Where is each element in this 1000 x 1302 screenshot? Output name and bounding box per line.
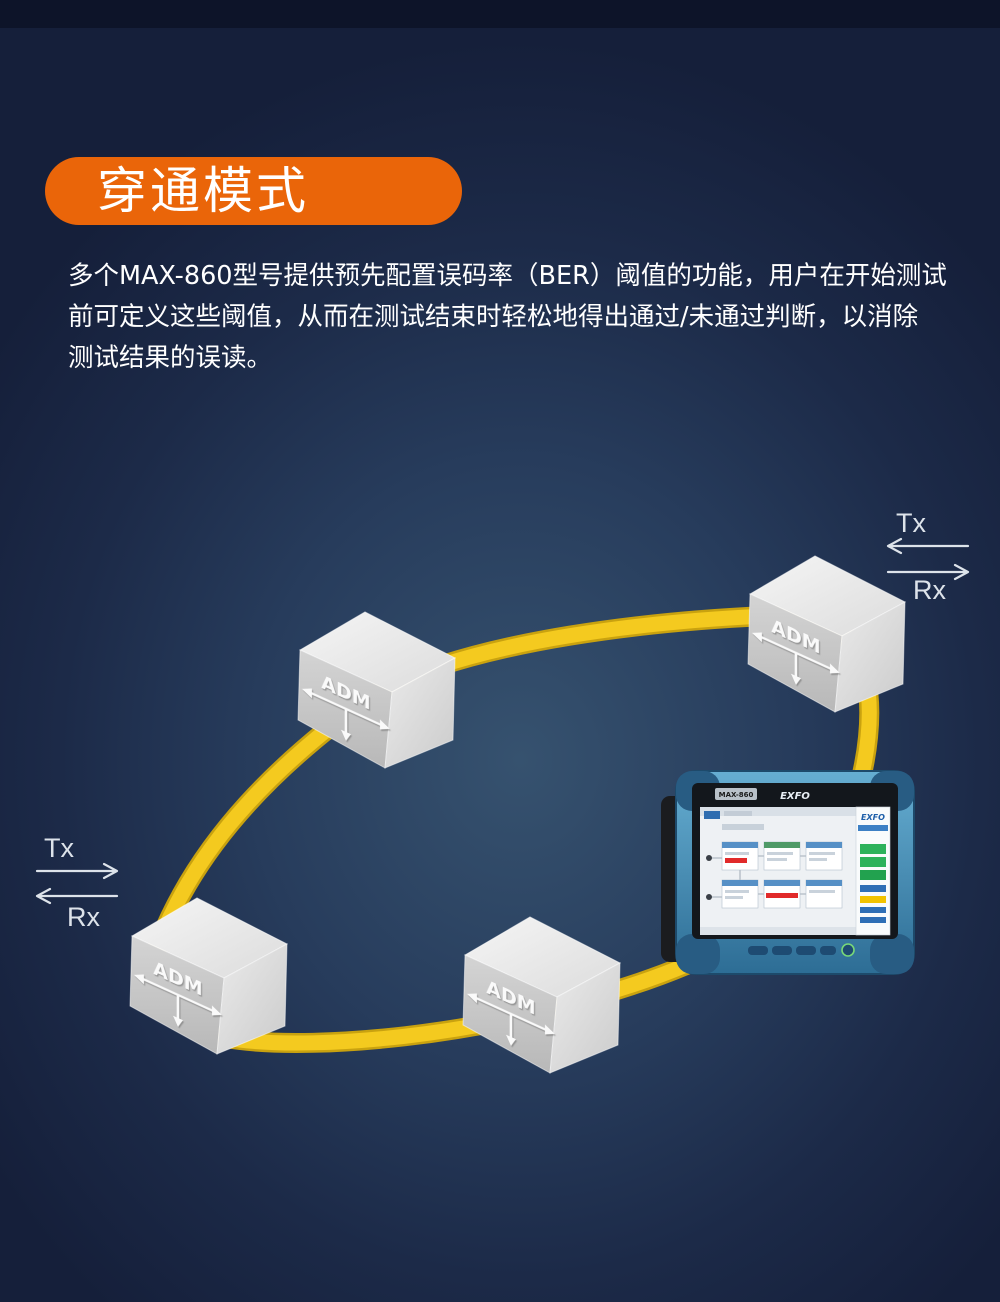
device-bumper-bottom-right xyxy=(870,934,914,974)
screen-port-icon xyxy=(706,894,712,900)
screen-sidebar-button xyxy=(860,907,886,913)
device-hardware-button xyxy=(820,946,836,955)
arrow-right-icon xyxy=(886,563,970,581)
screen-top-bar xyxy=(700,807,856,816)
adm-node: ADM xyxy=(462,916,622,1074)
screen-block-line xyxy=(809,858,827,861)
adm-traffic-arrows xyxy=(473,995,549,1039)
arrow-left-icon xyxy=(886,537,970,555)
top-band xyxy=(0,0,1000,28)
screen-tab xyxy=(722,824,764,830)
device-model-text: MAX-860 xyxy=(719,791,754,799)
screen-sidebar-button xyxy=(860,885,886,892)
feature-description: 多个MAX-860型号提供预先配置误码率（BER）阈值的功能，用户在开始测试 前… xyxy=(68,256,947,379)
description-line: 前可定义这些阈值，从而在测试结束时轻松地得出通过/未通过判断，以消除 xyxy=(68,302,919,332)
rx-label: Rx xyxy=(67,902,100,932)
arrow-left-icon xyxy=(35,887,119,905)
screen-sidebar-button xyxy=(860,896,886,903)
screen-sidebar-button xyxy=(860,857,886,867)
screen-logo-mark xyxy=(704,811,720,819)
screen-sidebar-bar xyxy=(858,825,888,831)
screen-bottom-bar xyxy=(700,927,856,935)
test-device: MAX-860 EXFO EXFO xyxy=(661,770,915,975)
screen-sidebar-button xyxy=(860,844,886,854)
cube-right-face xyxy=(216,943,288,1055)
screen-block-header xyxy=(722,842,758,848)
screen-block-header xyxy=(806,880,842,886)
device-brand-logo: EXFO xyxy=(780,791,810,802)
right-port-signals: Tx Rx xyxy=(886,508,970,605)
screen-sidebar-button xyxy=(860,870,886,880)
screen-port-icon xyxy=(706,855,712,861)
screen-block-line xyxy=(767,852,793,855)
cube-right-face xyxy=(549,962,621,1074)
screen-block-header xyxy=(722,880,758,886)
cube-right-face xyxy=(834,601,906,713)
description-line: 测试结果的误读。 xyxy=(68,343,273,373)
adm-arrowheads xyxy=(752,632,840,685)
adm-traffic-arrows xyxy=(308,690,384,734)
description-line: 多个MAX-860型号提供预先配置误码率（BER）阈值的功能，用户在开始测试 xyxy=(68,261,947,291)
adm-traffic-arrows xyxy=(758,634,834,678)
screen-tab xyxy=(724,811,752,816)
adm-node: ADM xyxy=(297,611,457,769)
device-bumper-bottom-left xyxy=(676,934,720,974)
screen-block-line xyxy=(809,890,835,893)
adm-node: ADM xyxy=(129,897,289,1055)
rx-label: Rx xyxy=(913,575,946,605)
device-model-badge xyxy=(715,788,757,800)
screen-block-line xyxy=(809,852,835,855)
adm-arrowheads xyxy=(134,974,222,1027)
device-hardware-button xyxy=(772,946,792,955)
device-hardware-button xyxy=(796,946,816,955)
screen-block-header xyxy=(764,880,800,886)
adm-arrowheads xyxy=(467,993,555,1046)
device-hardware-button xyxy=(748,946,768,955)
screen-block-line xyxy=(725,896,743,899)
screen-block-line xyxy=(725,890,749,893)
section-title: 穿通模式 xyxy=(97,162,309,220)
arrow-right-icon xyxy=(35,862,119,880)
adm-traffic-arrows xyxy=(140,976,216,1020)
screen-fail-bar xyxy=(725,858,747,863)
screen-brand-logo: EXFO xyxy=(861,813,885,822)
device-power-button xyxy=(841,943,855,957)
screen-connector-lines xyxy=(712,855,806,898)
section-title-pill: 穿通模式 xyxy=(45,157,462,225)
cube-right-face xyxy=(384,657,456,769)
adm-arrowheads xyxy=(302,688,390,741)
screen-block-line xyxy=(725,852,749,855)
screen-fail-bar xyxy=(766,893,798,898)
tx-label: Tx xyxy=(44,833,74,863)
adm-node: ADM xyxy=(747,555,907,713)
tx-label: Tx xyxy=(896,508,926,538)
left-port-signals: Tx Rx xyxy=(35,833,119,932)
screen-block-header xyxy=(806,842,842,848)
screen-sidebar-button xyxy=(860,917,886,923)
screen-block-line xyxy=(767,858,787,861)
screen-block-header xyxy=(764,842,800,848)
